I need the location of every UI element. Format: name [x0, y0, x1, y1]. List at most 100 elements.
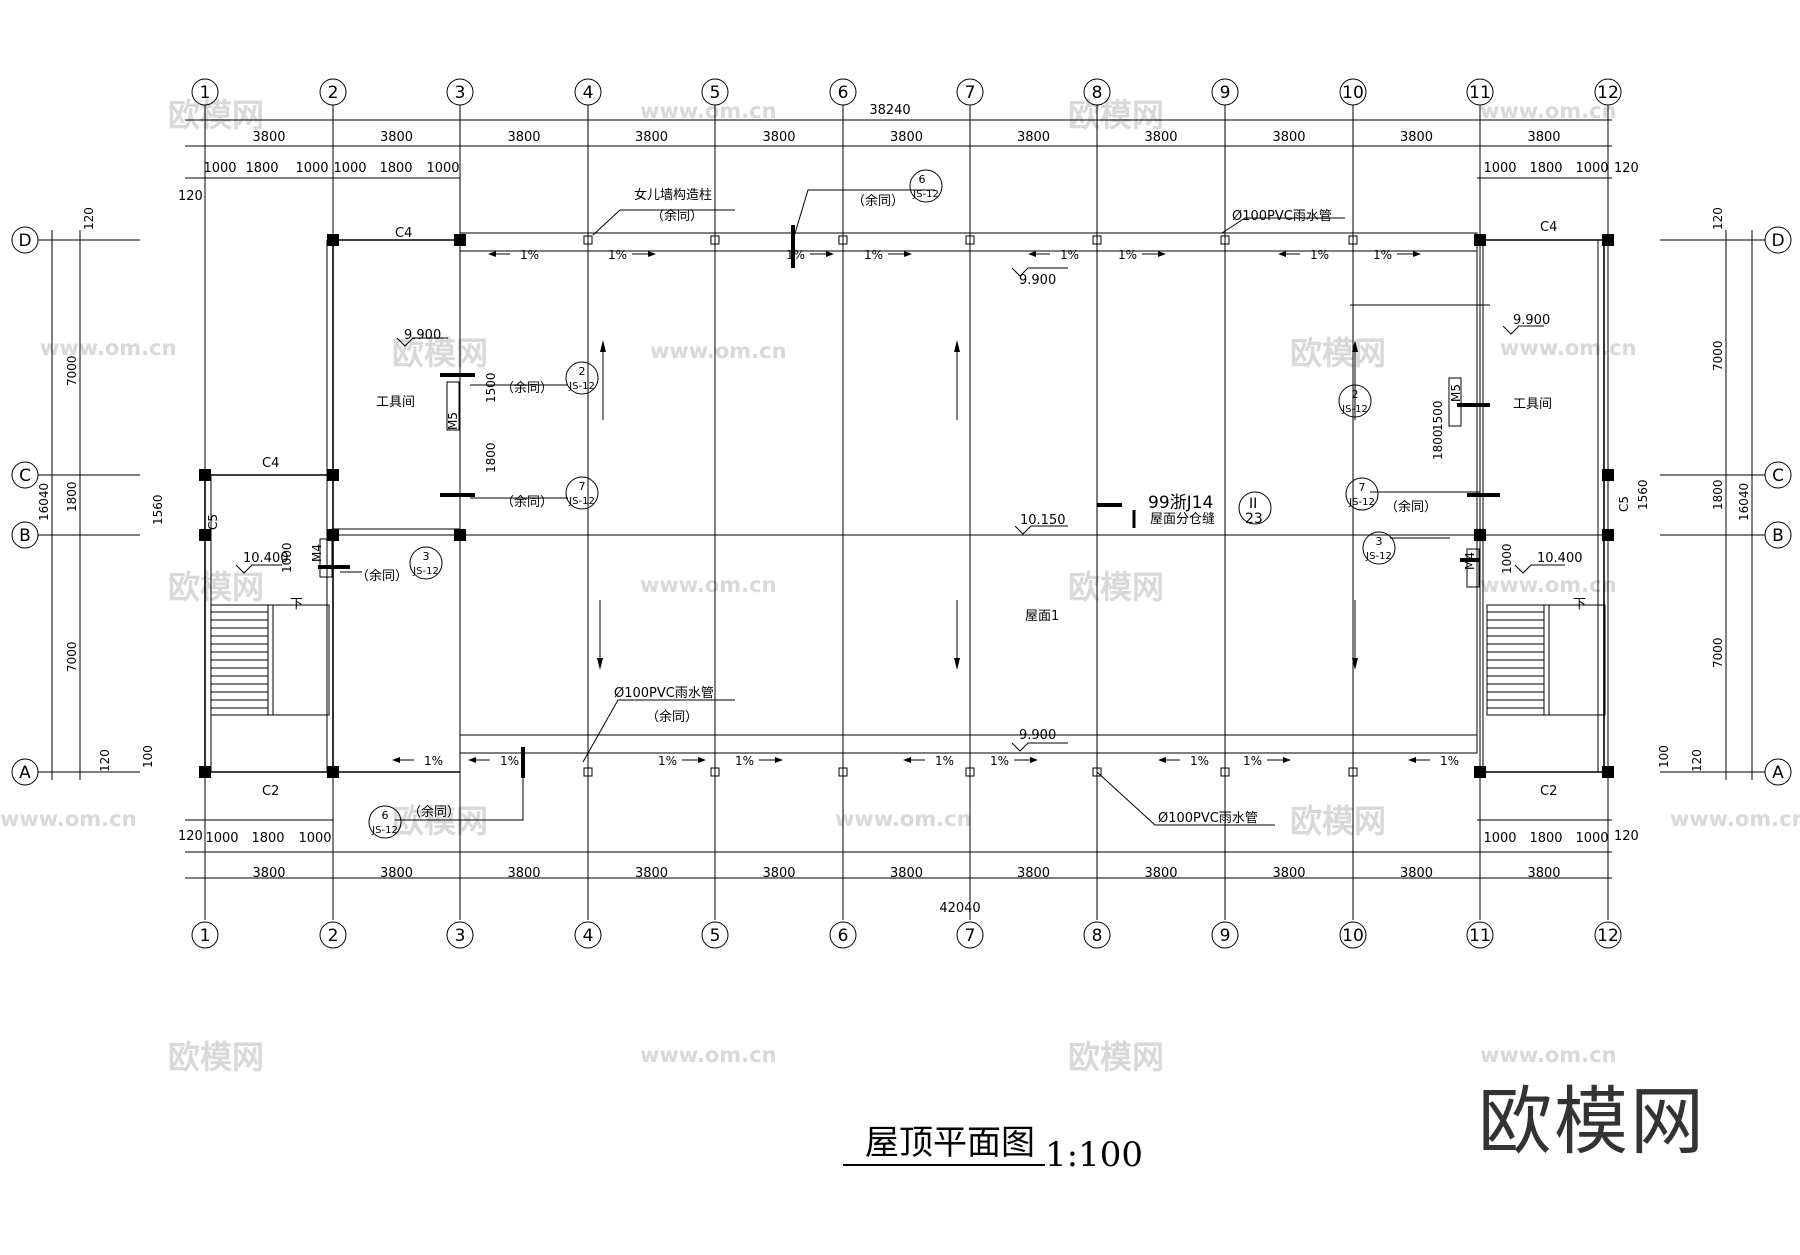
- same-7: （余同）: [408, 804, 460, 820]
- column-axis-bubble: [574, 78, 602, 106]
- dim-c5-left: 1560: [151, 494, 165, 525]
- detail-circles: [368, 169, 1396, 839]
- column-block: [454, 529, 466, 541]
- svg-text:3: 3: [423, 550, 430, 563]
- column-axis-label: 1: [200, 926, 211, 946]
- row-grid-lines: [38, 239, 1765, 773]
- structural-columns: [199, 234, 1614, 778]
- side-offset-bottom-left-2: 100: [141, 745, 155, 768]
- watermark-text: www.om.cn: [640, 573, 777, 597]
- watermark-logo: 欧模网: [1290, 802, 1386, 840]
- watermark-text: www.om.cn: [650, 339, 787, 363]
- column-axis-label: 4: [583, 83, 594, 103]
- right-stair-treads: [1487, 611, 1544, 709]
- bay-dim-bottom: 3800: [507, 866, 540, 881]
- bay-dim-top: 3800: [1017, 130, 1050, 145]
- column-axis-label: 5: [710, 926, 721, 946]
- dim-1800-left: 1800: [484, 442, 498, 473]
- column-axis-label: 10: [1342, 926, 1364, 946]
- column-axis-bubble: [1211, 78, 1239, 106]
- svg-text:JS-12: JS-12: [912, 189, 939, 200]
- column-axis-label: 2: [328, 83, 339, 103]
- parapet-post: [838, 767, 848, 777]
- elev-right-stair: 10.400: [1537, 551, 1583, 566]
- same-3: （余同）: [501, 380, 553, 396]
- watermark-text: www.om.cn: [1670, 807, 1800, 831]
- watermark-text: www.om.cn: [40, 336, 177, 360]
- bay-dim-bottom: 3800: [1272, 866, 1305, 881]
- svg-text:JS-12: JS-12: [568, 496, 595, 507]
- bay-dim-bottom: 3800: [762, 866, 795, 881]
- side-offset-top-right: 120: [1711, 207, 1725, 230]
- svg-text:6: 6: [919, 173, 926, 186]
- column-axis-label: 12: [1597, 926, 1619, 946]
- column-axis-label: 3: [455, 83, 466, 103]
- parapet-post: [710, 767, 720, 777]
- elev-roof-mid: 10.150: [1020, 513, 1066, 528]
- column-axis-bubble: [1211, 921, 1239, 949]
- slope-label: 1%: [1118, 248, 1137, 262]
- side-7000-bottom-right: 7000: [1711, 637, 1725, 668]
- column-axis-label: 1: [200, 83, 211, 103]
- watermark-layer: www.om.cn www.om.cn www.om.cn www.om.cn www.…: [0, 96, 1800, 1076]
- watermark-text: www.om.cn: [835, 807, 972, 831]
- sub-dim-top-right: 1000: [1483, 161, 1516, 176]
- column-axis-label: 12: [1597, 83, 1619, 103]
- bay-dim-top: 3800: [762, 130, 795, 145]
- side-offset-bottom-right: 120: [1690, 749, 1704, 772]
- door-m5-right: M5: [1449, 384, 1463, 402]
- parapet-post: [583, 235, 593, 245]
- svg-text:7: 7: [1359, 481, 1366, 494]
- slope-label: 1%: [990, 754, 1009, 768]
- sub-dim-top-left: 1000: [333, 161, 366, 176]
- parapet-post: [838, 235, 848, 245]
- watermark-text: www.om.cn: [640, 1043, 777, 1067]
- column-axis-bubble: [1466, 921, 1494, 949]
- side-7000-bottom-left: 7000: [65, 641, 79, 672]
- svg-text:7: 7: [579, 480, 586, 493]
- sub-dim-bottom-right: 1800: [1529, 831, 1562, 846]
- column-axis-label: 3: [455, 926, 466, 946]
- bay-dim-bottom: 3800: [635, 866, 668, 881]
- bay-dim-bottom: 3800: [1144, 866, 1177, 881]
- sub-dim-top-left: 1800: [245, 161, 278, 176]
- dim-1000-left: 1000: [280, 542, 294, 573]
- slope-arrows: 1%1%1%1%1%1%1%1%1%1%1%1%1%1%1%1%1%: [392, 248, 1459, 768]
- bay-dim-bottom: 3800: [380, 866, 413, 881]
- column-axis-label: 10: [1342, 83, 1364, 103]
- sub-dim-bottom-left: 1800: [251, 831, 284, 846]
- bay-dim-top: 3800: [1400, 130, 1433, 145]
- svg-text:6: 6: [382, 809, 389, 822]
- door-m4-left: M4: [310, 544, 324, 562]
- row-axis-label: B: [19, 526, 31, 546]
- bay-dim-bottom: 3800: [1527, 866, 1560, 881]
- column-axis-bubble: [319, 921, 347, 949]
- side-total-right: 16040: [1737, 483, 1751, 521]
- parapet-col-label: 女儿墙构造柱: [634, 187, 712, 203]
- bay-dim-bottom: 3800: [890, 866, 923, 881]
- watermark-logo: 欧模网: [392, 802, 488, 840]
- column-axis-bubble: [191, 921, 219, 949]
- sub-dim-top-left: 1000: [426, 161, 459, 176]
- dim-bottom-left-offset: 120: [178, 829, 203, 844]
- column-block: [1602, 766, 1614, 778]
- ref-code: 99浙J14: [1148, 493, 1213, 513]
- side-7000-top-left: 7000: [65, 355, 79, 386]
- column-axis-bubble: [319, 78, 347, 106]
- column-axis-label: 6: [838, 926, 849, 946]
- side-total-left: 16040: [37, 483, 51, 521]
- column-axis-bubble: [829, 921, 857, 949]
- watermark-text: www.om.cn: [1500, 336, 1637, 360]
- side-offset-bottom-left: 120: [98, 749, 112, 772]
- column-axis-label: 2: [328, 926, 339, 946]
- column-block: [327, 234, 339, 246]
- column-axis-label: 9: [1220, 926, 1231, 946]
- column-block: [1602, 469, 1614, 481]
- ref-roman: II: [1249, 496, 1257, 512]
- window-c2-right: C2: [1540, 784, 1557, 799]
- column-axis-bubble: [1339, 921, 1367, 949]
- column-axis-bubble: [1083, 78, 1111, 106]
- column-block: [199, 529, 211, 541]
- svg-text:JS-12: JS-12: [568, 381, 595, 392]
- row-axis-bubble: [11, 521, 39, 549]
